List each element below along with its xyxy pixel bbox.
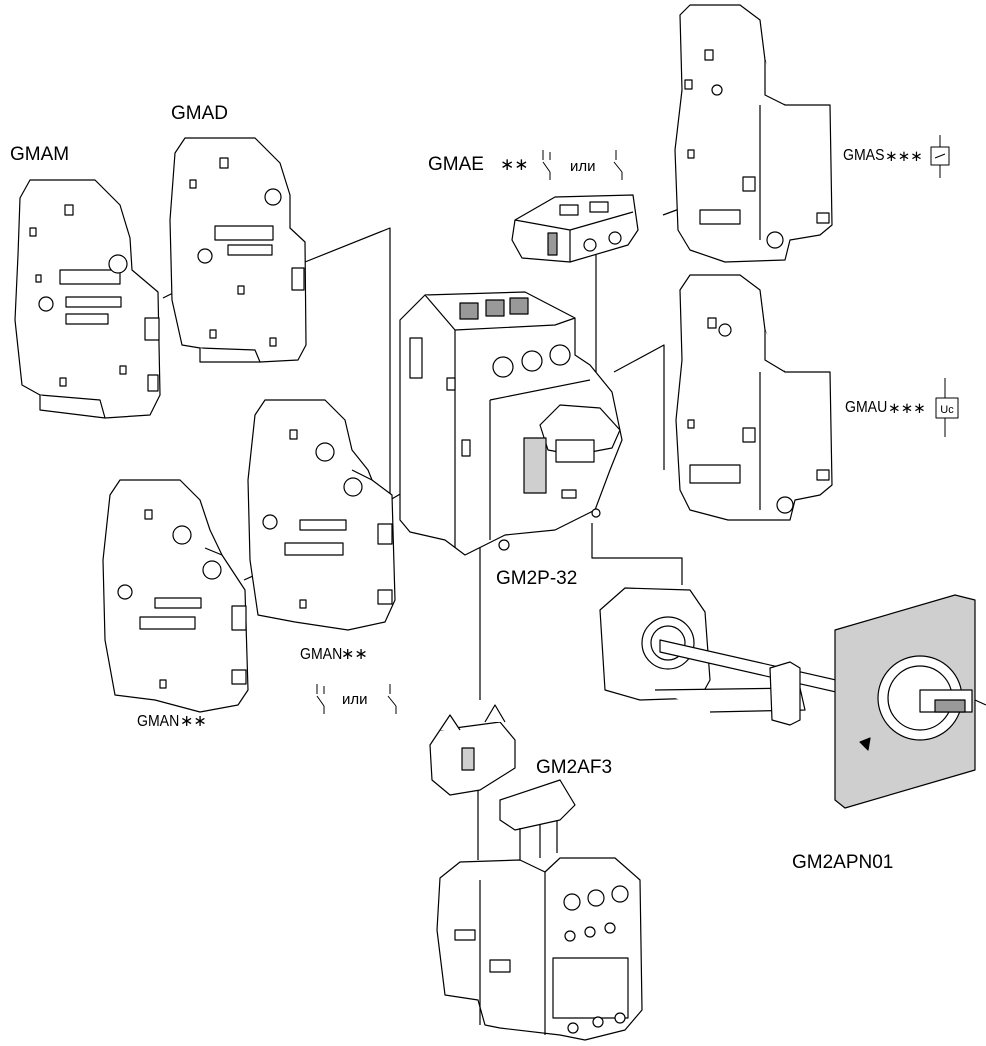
gmam-block (14, 179, 161, 419)
label-gm2p-32: GM2P-32 (496, 568, 578, 589)
label-gmae-or: или (570, 158, 596, 175)
label-gmas-stars: ∗∗∗ (885, 147, 923, 165)
gmae-contact-symbols (542, 150, 623, 180)
label-gman-or: или (342, 691, 368, 708)
label-gman-right: GMAN (300, 646, 343, 663)
label-gman-right-stars: ∗∗ (341, 644, 368, 663)
gmas-coil-symbol (930, 135, 950, 178)
label-gm2af3: GM2AF3 (536, 757, 613, 778)
label-gman-left: GMAN (137, 713, 180, 730)
gmae-block (511, 194, 639, 263)
gmau-block (675, 274, 833, 521)
gm2af3-adaptor (429, 704, 576, 860)
door-panel (834, 594, 986, 809)
gman-right-block (247, 399, 396, 631)
label-gmam: GMAM (10, 144, 70, 165)
gmau-coil-symbol (935, 378, 959, 437)
label-gmau-stars: ∗∗∗ (888, 399, 926, 417)
contactor (436, 857, 643, 1041)
gman-contact-symbols (316, 684, 397, 714)
label-gmae: GMAE (428, 154, 484, 175)
gmad-block (169, 137, 307, 363)
label-gman-left-stars: ∗∗ (180, 711, 207, 730)
label-gmas: GMAS (843, 147, 885, 164)
gm2p-32-breaker (399, 291, 623, 556)
gman-left-block (102, 479, 249, 713)
label-gmae-stars: ∗∗ (500, 155, 529, 175)
label-gmad: GMAD (171, 103, 228, 124)
label-gmau: GMAU (845, 399, 888, 416)
gmau-coil-text: Uc (940, 404, 954, 416)
gm2apn01-handle-assembly (599, 587, 881, 726)
gmas-block (674, 4, 833, 263)
label-gm2apn01: GM2APN01 (792, 852, 894, 873)
